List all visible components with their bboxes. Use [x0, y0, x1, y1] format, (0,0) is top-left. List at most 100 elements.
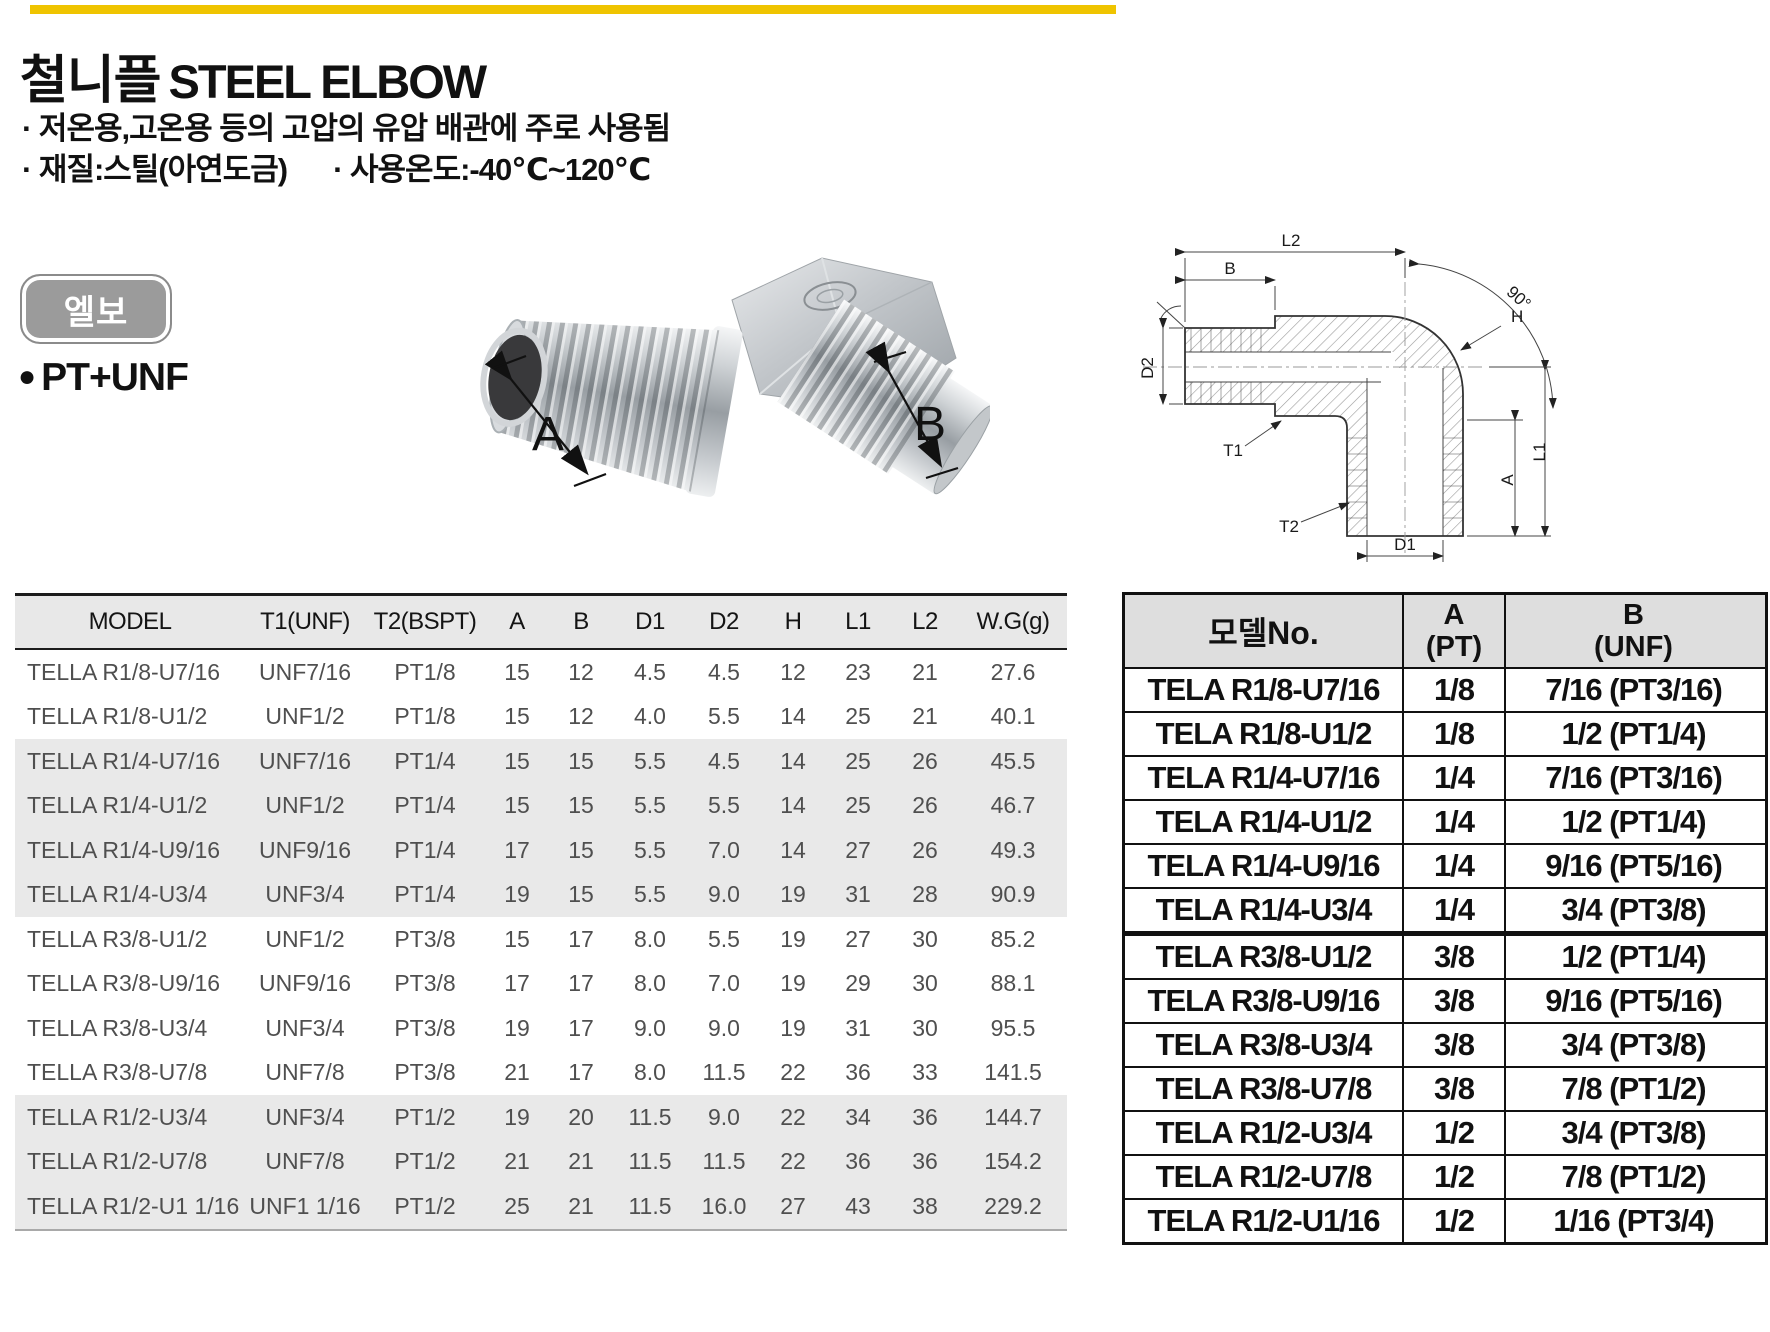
value-cell: 15 — [504, 925, 530, 952]
value-cell: 12 — [568, 703, 594, 730]
value-cell: 27 — [845, 836, 871, 863]
model-no-cell: TELA R3/8-U3/4 — [1125, 1024, 1404, 1066]
dim-label-t2: T2 — [1279, 517, 1299, 536]
value-cell: 49.3 — [990, 836, 1036, 863]
accent-bar — [30, 5, 1116, 14]
dim-label-b: B — [1224, 259, 1235, 278]
value-cell: 9.0 — [708, 881, 740, 908]
value-cell: UNF7/8 — [265, 1059, 345, 1086]
spec-header-cell: D2 — [709, 608, 739, 635]
value-cell: 5.5 — [708, 792, 740, 819]
spec-header-cell: T2(BSPT) — [373, 608, 477, 635]
value-cell: 4.5 — [708, 658, 740, 685]
value-cell: 9.0 — [708, 1103, 740, 1130]
value-cell: 141.5 — [984, 1059, 1042, 1086]
b-unf-cell: 7/8 (PT1/2) — [1561, 1159, 1706, 1194]
value-cell: 36 — [912, 1148, 938, 1175]
value-cell: UNF1/2 — [265, 925, 345, 952]
feature-line-usage: · 저온용,고온용 등의 고압의 유압 배관에 주로 사용됨 — [22, 111, 671, 146]
value-cell: 25 — [845, 703, 871, 730]
value-cell: 33 — [912, 1059, 938, 1086]
value-cell: 15 — [568, 836, 594, 863]
model-cell: TELLA R1/8-U1/2 — [27, 703, 208, 730]
value-cell: 22 — [780, 1059, 806, 1086]
value-cell: 23 — [845, 658, 871, 685]
value-cell: 46.7 — [990, 792, 1036, 819]
value-cell: 36 — [845, 1059, 871, 1086]
value-cell: 5.5 — [634, 792, 666, 819]
value-cell: 22 — [780, 1148, 806, 1175]
b-header-line1: B — [1623, 599, 1644, 631]
a-pt-cell: 1/2 — [1404, 1200, 1506, 1242]
value-cell: PT1/8 — [394, 658, 456, 685]
value-cell: 22 — [780, 1103, 806, 1130]
model-table-header: 모델No. A (PT) B (UNF) — [1125, 595, 1765, 669]
value-cell: 15 — [568, 747, 594, 774]
spec-header-cell: L1 — [845, 608, 871, 635]
spec-header-cell: B — [573, 608, 589, 635]
value-cell: 36 — [912, 1103, 938, 1130]
spec-header-cell: MODEL — [88, 608, 172, 635]
b-unf-cell: 3/4 (PT3/8) — [1561, 1115, 1706, 1150]
model-cell: TELLA R3/8-U7/8 — [27, 1059, 208, 1086]
model-cell: TELLA R1/2-U1 1/16 — [27, 1192, 240, 1219]
model-cell: TELLA R1/4-U3/4 — [27, 881, 208, 908]
model-cell: TELLA R1/4-U9/16 — [27, 836, 221, 863]
value-cell: 5.5 — [634, 881, 666, 908]
dim-label-a: A — [1498, 474, 1517, 486]
value-cell: 4.5 — [708, 747, 740, 774]
value-cell: 8.0 — [634, 925, 666, 952]
a-pt-header: A (PT) — [1404, 595, 1506, 667]
value-cell: 5.5 — [634, 836, 666, 863]
type-label-text: PT+UNF — [41, 356, 189, 399]
dim-label-d2: D2 — [1138, 357, 1157, 379]
dim-label-l1: L1 — [1530, 443, 1549, 462]
value-cell: 154.2 — [984, 1148, 1042, 1175]
b-unf-cell: 9/16 (PT5/16) — [1545, 848, 1723, 883]
value-cell: 26 — [912, 836, 938, 863]
value-cell: 5.5 — [634, 747, 666, 774]
model-no-cell: TELA R1/4-U7/16 — [1125, 757, 1404, 799]
value-cell: UNF7/8 — [265, 1148, 345, 1175]
dim-label-h: H — [1511, 307, 1523, 326]
elbow-badge: 엘보 — [20, 274, 172, 344]
value-cell: 45.5 — [990, 747, 1036, 774]
value-cell: 11.5 — [702, 1059, 746, 1086]
a-pt-cell: 1/2 — [1404, 1112, 1506, 1154]
a-pt-cell: 1/4 — [1404, 801, 1506, 843]
a-pt-cell: 3/8 — [1404, 1068, 1506, 1110]
b-unf-cell: 7/8 (PT1/2) — [1561, 1071, 1706, 1106]
model-no-cell: TELA R1/8-U7/16 — [1125, 669, 1404, 711]
feature-bullets: · 저온용,고온용 등의 고압의 유압 배관에 주로 사용됨 · 재질:스틸(아… — [22, 108, 671, 190]
value-cell: 88.1 — [990, 970, 1036, 997]
a-header-line1: A — [1443, 599, 1465, 631]
value-cell: PT3/8 — [394, 925, 456, 952]
value-cell: UNF9/16 — [258, 836, 352, 863]
value-cell: PT3/8 — [394, 970, 456, 997]
value-cell: 31 — [845, 881, 871, 908]
value-cell: UNF3/4 — [265, 1103, 345, 1130]
value-cell: 26 — [912, 747, 938, 774]
model-cell: TELLA R1/8-U7/16 — [27, 658, 221, 685]
value-cell: 26 — [912, 792, 938, 819]
value-cell: 27.6 — [990, 658, 1036, 685]
value-cell: 38 — [912, 1192, 938, 1219]
temperature-text: · 사용온도:-40℃~120℃ — [333, 152, 651, 187]
value-cell: 25 — [845, 747, 871, 774]
model-cell: TELLA R3/8-U3/4 — [27, 1014, 208, 1041]
spec-header-cell: A — [509, 608, 525, 635]
value-cell: 36 — [845, 1148, 871, 1175]
value-cell: 30 — [912, 1014, 938, 1041]
value-cell: 15 — [504, 792, 530, 819]
